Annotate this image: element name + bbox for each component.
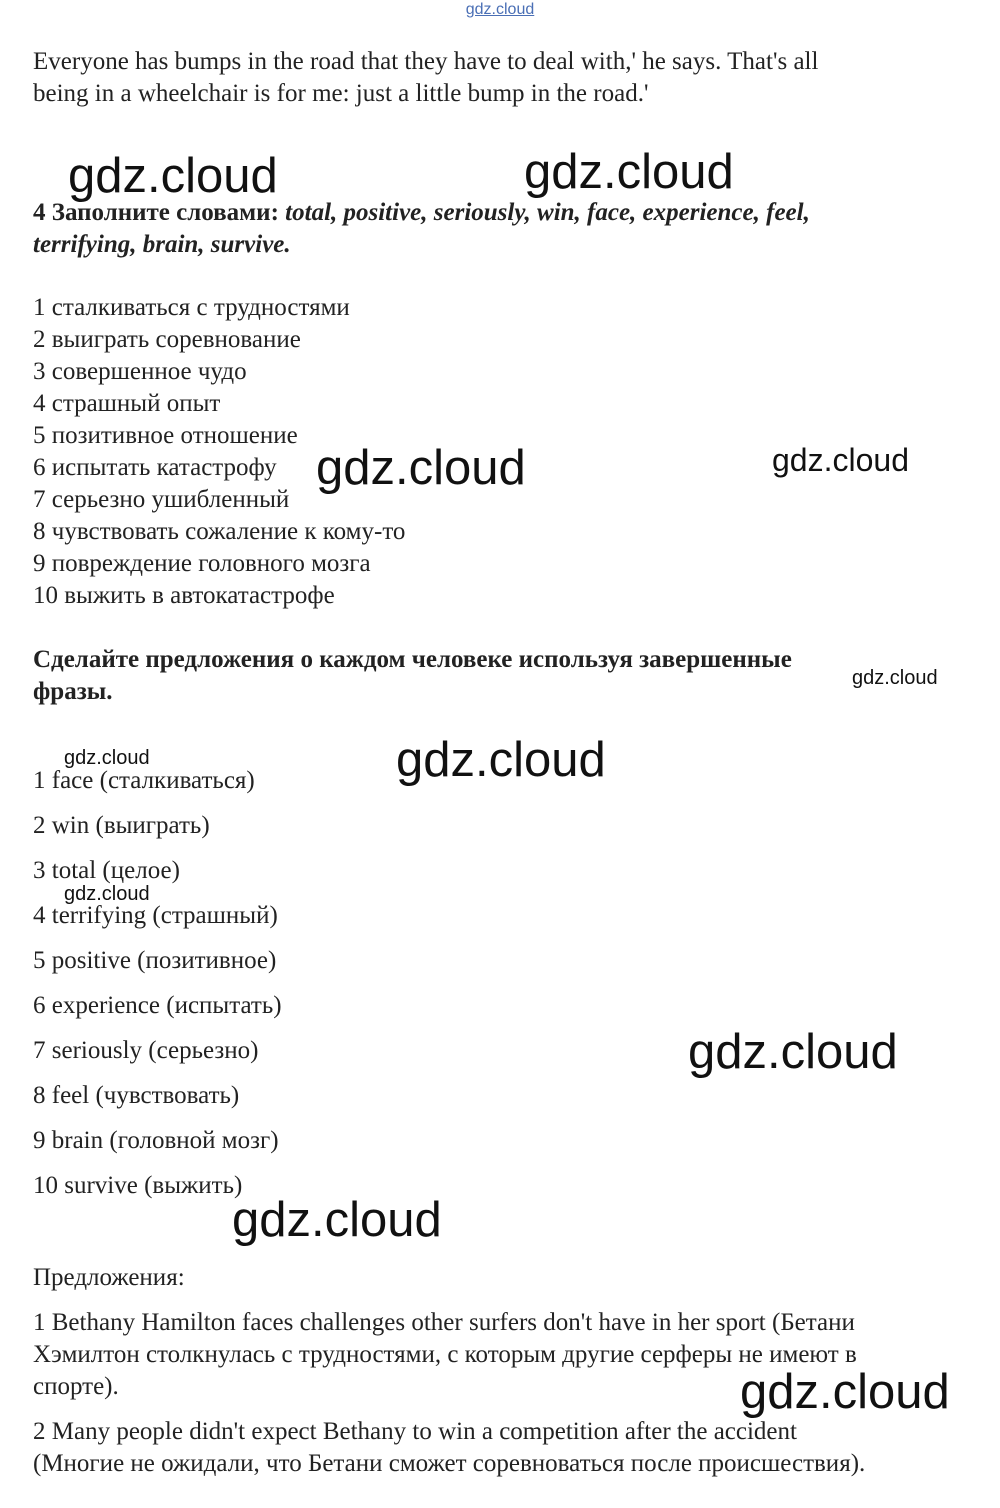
sentence-1: 1 Bethany Hamilton faces challenges othe… <box>33 1307 968 1403</box>
watermark: gdz.cloud <box>68 149 278 203</box>
watermark: gdz.cloud <box>524 145 734 199</box>
sentence-2-line-1: 2 Many people didn't expect Bethany to w… <box>33 1418 797 1445</box>
answer-item: 1 face (сталкиваться) <box>33 767 255 794</box>
answer-item: 2 win (выиграть) <box>33 812 210 839</box>
phrase-item: 2 выиграть соревнование <box>33 326 301 353</box>
watermark: gdz.cloud <box>772 442 909 478</box>
phrase-item: 10 выжить в автокатастрофе <box>33 582 335 609</box>
task-4-prefix: 4 Заполните словами: <box>33 199 286 226</box>
answer-item: 8 feel (чувствовать) <box>33 1082 240 1109</box>
sentence-1-line-2: Хэмилтон столкнулась с трудностями, с ко… <box>33 1341 857 1368</box>
watermark: gdz.cloud <box>64 883 150 905</box>
sentences-task-heading: Сделайте предложения о каждом человеке и… <box>33 644 968 708</box>
sentence-2: 2 Many people didn't expect Bethany to w… <box>33 1416 968 1480</box>
sentences-task-line-2: фразы. <box>33 678 113 705</box>
sentence-1-line-1: 1 Bethany Hamilton faces challenges othe… <box>33 1309 855 1336</box>
phrase-item: 9 повреждение головного мозга <box>33 550 371 577</box>
phrase-item: 7 серьезно ушибленный <box>33 486 290 513</box>
task-4-heading: 4 Заполните словами: total, positive, se… <box>33 197 968 261</box>
phrase-item: 8 чувствовать сожаление к кому-то <box>33 518 406 545</box>
answer-item: 6 experience (испытать) <box>33 992 282 1019</box>
watermark: gdz.cloud <box>688 1025 898 1079</box>
sentences-heading: Предложения: <box>33 1264 185 1291</box>
answer-item: 4 terrifying (страшный) <box>33 902 278 929</box>
answer-item: 7 seriously (серьезно) <box>33 1037 259 1064</box>
watermark: gdz.cloud <box>232 1193 442 1247</box>
task-4-words-2: terrifying, brain, survive. <box>33 231 291 258</box>
sentences-task-line-1: Сделайте предложения о каждом человеке и… <box>33 646 792 673</box>
quote-paragraph: Everyone has bumps in the road that they… <box>33 46 968 110</box>
phrase-item: 4 страшный опыт <box>33 390 221 417</box>
answer-item: 5 positive (позитивное) <box>33 947 277 974</box>
phrase-item: 3 совершенное чудо <box>33 358 247 385</box>
phrase-list: 1 сталкиваться с трудностями 2 выиграть … <box>33 292 405 612</box>
watermark: gdz.cloud <box>852 667 938 689</box>
sentence-2-line-2: (Многие не ожидали, что Бетани сможет со… <box>33 1450 866 1477</box>
site-link[interactable]: gdz.cloud <box>465 1 535 18</box>
watermark: gdz.cloud <box>64 747 150 769</box>
answer-list: 1 face (сталкиваться) 2 win (выиграть) 3… <box>33 765 282 1215</box>
phrase-item: 5 позитивное отношение <box>33 422 298 449</box>
watermark: gdz.cloud <box>396 733 606 787</box>
quote-line-1: Everyone has bumps in the road that they… <box>33 48 819 75</box>
answer-item: 3 total (целое) <box>33 857 180 884</box>
answer-item: 10 survive (выжить) <box>33 1172 243 1199</box>
watermark: gdz.cloud <box>316 441 526 495</box>
watermark: gdz.cloud <box>740 1365 950 1419</box>
task-4-words: total, positive, seriously, win, face, e… <box>285 199 810 226</box>
answer-item: 9 brain (головной мозг) <box>33 1127 279 1154</box>
sentence-1-line-3: спорте). <box>33 1373 119 1400</box>
phrase-item: 6 испытать катастрофу <box>33 454 277 481</box>
phrase-item: 1 сталкиваться с трудностями <box>33 294 350 321</box>
quote-line-2: being in a wheelchair is for me: just a … <box>33 80 649 107</box>
